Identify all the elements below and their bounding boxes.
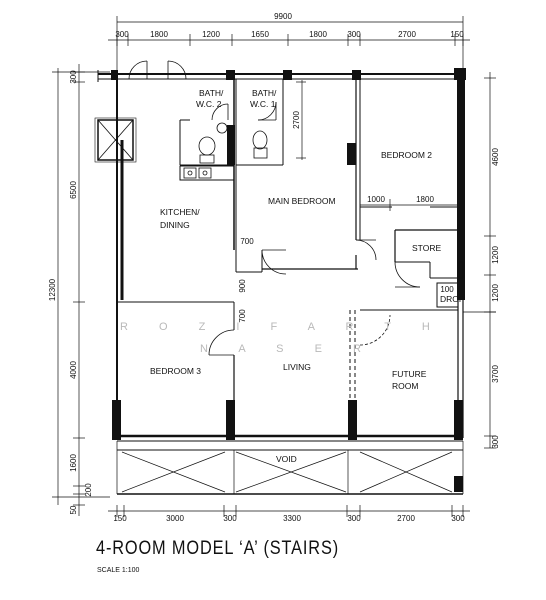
dimension-lines (52, 16, 496, 517)
room-labels: BATH/ W.C. 2 BATH/ W.C. 1 BEDROOM 2 KITC… (150, 88, 465, 464)
dim-top-4: 1650 (251, 30, 269, 39)
dim-top-7: 2700 (398, 30, 416, 39)
dim-right-1: 4600 (491, 148, 500, 166)
dim-top-3: 1200 (202, 30, 220, 39)
room-store: STORE (412, 243, 441, 253)
dim-right-3: 1200 (491, 284, 500, 302)
dim-bed2-a: 1000 (367, 195, 385, 204)
room-drop: DROP (440, 294, 465, 304)
room-bath-wc-2-line1: BATH/ (199, 88, 224, 98)
room-bath-wc-1-line1: BATH/ (252, 88, 277, 98)
dim-bath-depth: 2700 (292, 111, 301, 129)
dimension-texts: 9900 300 1800 1200 1650 1800 300 2700 15… (48, 12, 500, 523)
dim-right-5: 300 (491, 435, 500, 449)
dim-bottom-4: 3300 (283, 514, 301, 523)
dim-top-1: 300 (115, 30, 129, 39)
fixtures (94, 117, 464, 279)
dim-right-2: 1200 (491, 246, 500, 264)
door-swings (128, 60, 421, 356)
dim-left-3: 4000 (69, 361, 78, 379)
plan-title: 4-ROOM MODEL ‘A’ (STAIRS) (96, 538, 340, 559)
room-bath-wc-2-line2: W.C. 2 (196, 99, 222, 109)
dim-bed2-b: 1800 (416, 195, 434, 204)
dim-top-6: 300 (347, 30, 361, 39)
room-main-bedroom: MAIN BEDROOM (268, 196, 336, 206)
dim-drop-100: 100 (440, 285, 454, 294)
watermark-line-1: R O Z I F A R T H (120, 321, 444, 333)
dim-bottom-5: 300 (347, 514, 361, 523)
dim-door-900: 900 (238, 279, 247, 293)
dim-left-6: 50 (69, 505, 78, 514)
room-bedroom-3: BEDROOM 3 (150, 366, 201, 376)
plan-scale: SCALE 1:100 (97, 567, 140, 574)
dim-bottom-1: 150 (113, 514, 127, 523)
dim-left-5: 200 (84, 483, 93, 497)
dim-top-5: 1800 (309, 30, 327, 39)
dim-top-2: 1800 (150, 30, 168, 39)
dim-overall-top: 9900 (274, 12, 292, 21)
dim-left-4: 1600 (69, 454, 78, 472)
dim-bottom-6: 2700 (397, 514, 415, 523)
room-void: VOID (276, 454, 297, 464)
dim-door-700-b: 700 (238, 309, 247, 323)
dim-right-4: 3700 (491, 365, 500, 383)
dim-left-2: 6500 (69, 181, 78, 199)
dim-left-1: 300 (69, 70, 78, 84)
dim-bottom-3: 300 (223, 514, 237, 523)
watermark-line-2: N A S E R (200, 343, 375, 355)
room-bedroom-2: BEDROOM 2 (381, 150, 432, 160)
dim-bottom-7: 300 (451, 514, 465, 523)
room-future-line2: ROOM (392, 381, 418, 391)
dim-bottom-2: 3000 (166, 514, 184, 523)
dim-left-overall: 12300 (48, 278, 57, 301)
dim-door-700-a: 700 (240, 237, 254, 246)
dim-top-8: 150 (450, 30, 464, 39)
room-kitchen-line2: DINING (160, 220, 190, 230)
room-living: LIVING (283, 362, 311, 372)
room-future-line1: FUTURE (392, 369, 427, 379)
room-kitchen-line1: KITCHEN/ (160, 207, 200, 217)
void-area (116, 441, 464, 495)
wall-columns (111, 68, 466, 492)
room-bath-wc-1-line2: W.C. 1 (250, 99, 276, 109)
